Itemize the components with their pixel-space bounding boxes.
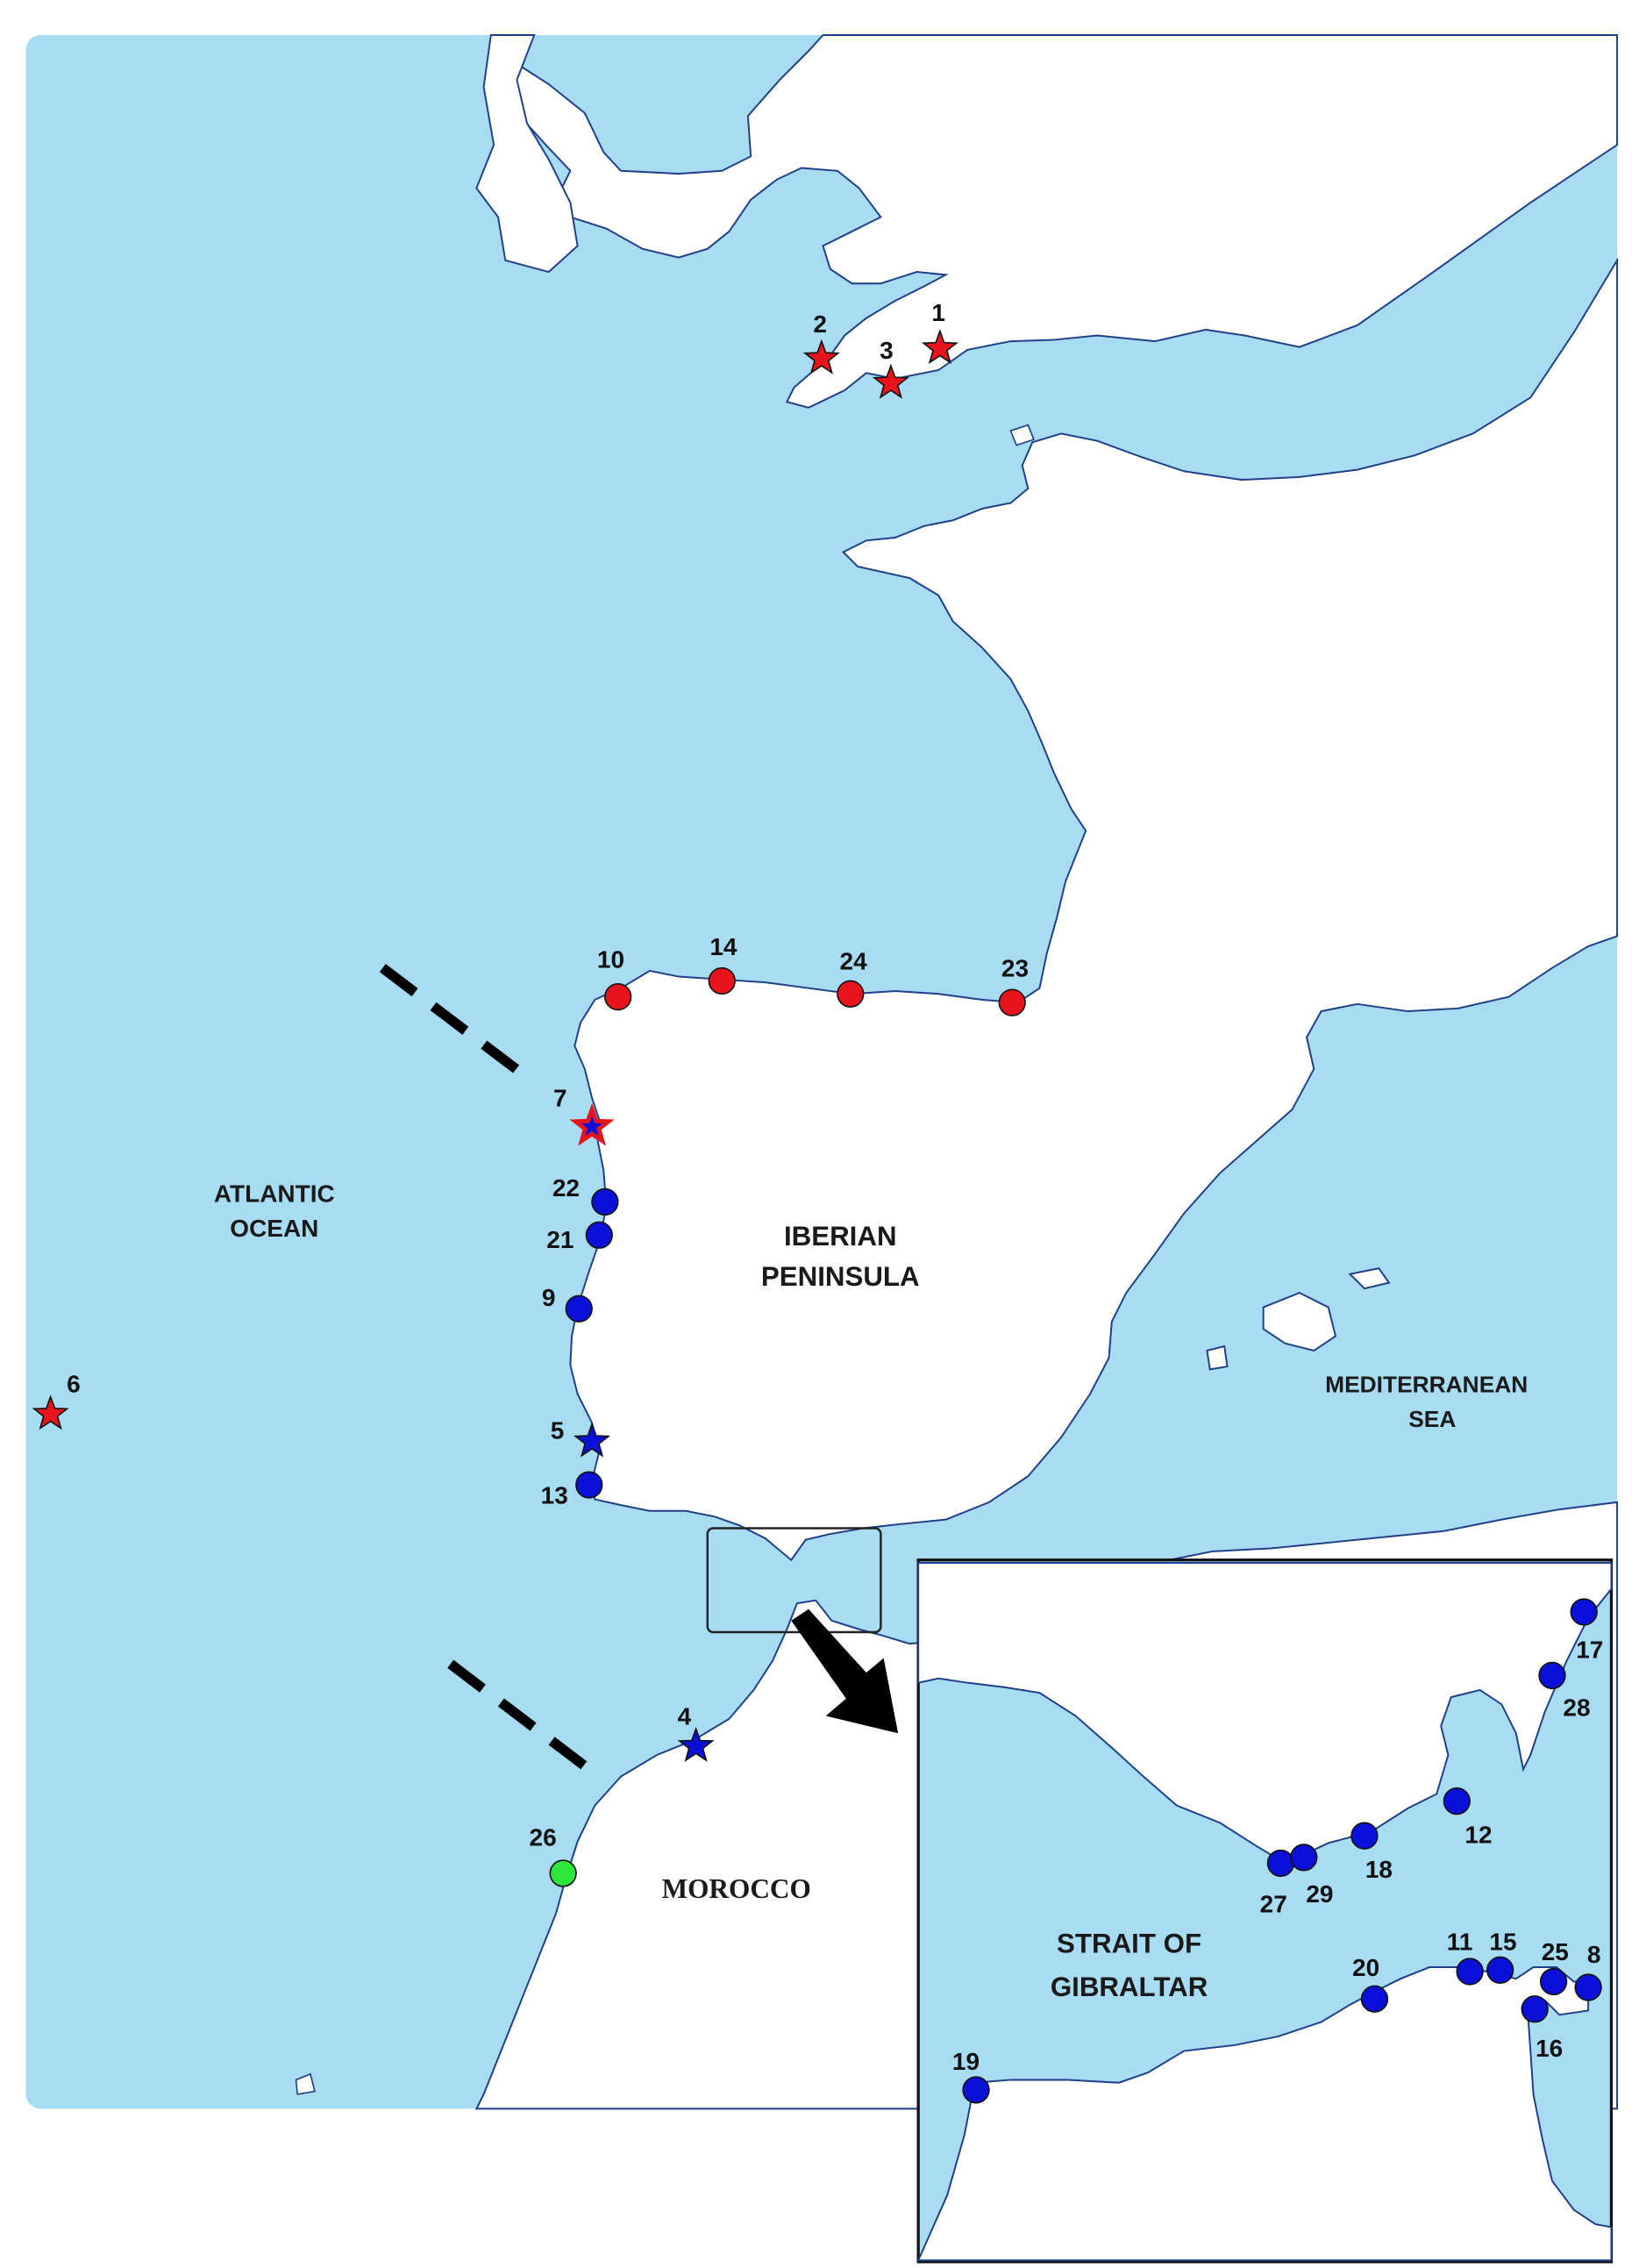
- site-marker-27: [1266, 1849, 1295, 1878]
- inset-map: [916, 1558, 1614, 2264]
- site-marker-1: [921, 329, 958, 365]
- label-med-line1: MEDITERRANEAN: [1325, 1372, 1528, 1398]
- site-label-4: 4: [678, 1702, 692, 1730]
- site-label-23: 23: [1001, 955, 1029, 982]
- site-label-25: 25: [1542, 1938, 1569, 1965]
- site-label-11: 11: [1447, 1928, 1473, 1955]
- label-atlantic-line2: OCEAN: [230, 1215, 318, 1242]
- site-marker-13: [575, 1471, 603, 1499]
- site-label-5: 5: [551, 1416, 565, 1444]
- site-label-13: 13: [541, 1482, 568, 1509]
- site-label-9: 9: [542, 1284, 556, 1311]
- inset-land-spain: [917, 1562, 1613, 1865]
- site-label-22: 22: [552, 1174, 580, 1202]
- land-ireland: [475, 34, 579, 274]
- site-marker-2: [802, 339, 840, 374]
- site-label-3: 3: [880, 337, 894, 364]
- site-marker-6: [32, 1394, 69, 1430]
- site-marker-18: [1350, 1822, 1379, 1850]
- site-marker-7: [569, 1102, 615, 1146]
- site-label-17: 17: [1576, 1637, 1603, 1664]
- land-continent: [569, 257, 1619, 1562]
- site-label-19: 19: [952, 2048, 980, 2075]
- region-labels: ATLANTIC OCEAN IBERIAN PENINSULA MEDITER…: [214, 1180, 1528, 2002]
- site-marker-3: [872, 363, 909, 399]
- label-atlantic-line1: ATLANTIC: [214, 1180, 335, 1207]
- site-label-14: 14: [709, 933, 737, 960]
- site-marker-17: [1570, 1598, 1598, 1626]
- site-label-29: 29: [1306, 1880, 1333, 1908]
- site-label-21: 21: [546, 1226, 574, 1253]
- label-med-line2: SEA: [1408, 1406, 1456, 1432]
- land-islet: [295, 2072, 316, 2095]
- site-marker-12: [1443, 1787, 1471, 1815]
- label-strait-line1: STRAIT OF: [1057, 1929, 1201, 1959]
- site-marker-5: [574, 1422, 611, 1458]
- site-label-18: 18: [1365, 1856, 1393, 1883]
- site-label-16: 16: [1536, 2035, 1563, 2062]
- site-marker-19: [962, 2076, 990, 2104]
- land-ibiza: [1206, 1344, 1229, 1371]
- label-strait-line2: GIBRALTAR: [1051, 1972, 1208, 2002]
- land-england-wales: [504, 34, 1619, 409]
- site-marker-22: [591, 1187, 619, 1216]
- label-iberian-line1: IBERIAN: [784, 1221, 897, 1252]
- site-marker-23: [998, 988, 1026, 1016]
- site-label-15: 15: [1489, 1928, 1516, 1955]
- site-marker-20: [1360, 1985, 1389, 2013]
- site-label-6: 6: [67, 1371, 81, 1398]
- site-marker-24: [837, 980, 865, 1008]
- site-label-26: 26: [530, 1824, 557, 1851]
- site-marker-16: [1521, 1995, 1549, 2023]
- site-label-2: 2: [813, 310, 827, 338]
- site-marker-11: [1456, 1958, 1484, 1986]
- site-marker-29: [1290, 1844, 1318, 1872]
- boundary-dash-south: [447, 1659, 598, 1778]
- site-label-24: 24: [840, 947, 868, 974]
- label-morocco: MOROCCO: [662, 1873, 811, 1904]
- site-marker-8: [1574, 1973, 1602, 2001]
- site-marker-9: [565, 1294, 593, 1323]
- site-marker-4: [677, 1726, 715, 1762]
- land-mallorca: [1262, 1292, 1337, 1352]
- inset-arrow: [791, 1608, 899, 1734]
- site-marker-14: [708, 966, 736, 995]
- land-menorca: [1348, 1267, 1391, 1290]
- land-isle: [1009, 424, 1035, 446]
- inset-locator-box: [706, 1527, 882, 1634]
- site-marker-10: [604, 982, 632, 1011]
- site-marker-26: [549, 1859, 577, 1887]
- site-label-1: 1: [931, 299, 945, 326]
- boundary-dash-north: [379, 964, 535, 1085]
- site-label-27: 27: [1260, 1890, 1287, 1917]
- site-label-10: 10: [597, 946, 624, 974]
- site-label-20: 20: [1352, 1954, 1379, 1981]
- site-label-7: 7: [553, 1085, 567, 1112]
- site-label-12: 12: [1464, 1821, 1492, 1848]
- site-label-8: 8: [1587, 1941, 1601, 1968]
- site-markers: [32, 329, 1602, 2104]
- label-iberian-line2: PENINSULA: [761, 1261, 920, 1292]
- site-marker-25: [1539, 1967, 1568, 1996]
- site-marker-28: [1538, 1661, 1566, 1690]
- site-marker-21: [585, 1221, 613, 1249]
- site-marker-15: [1486, 1956, 1514, 1984]
- site-label-28: 28: [1563, 1694, 1590, 1722]
